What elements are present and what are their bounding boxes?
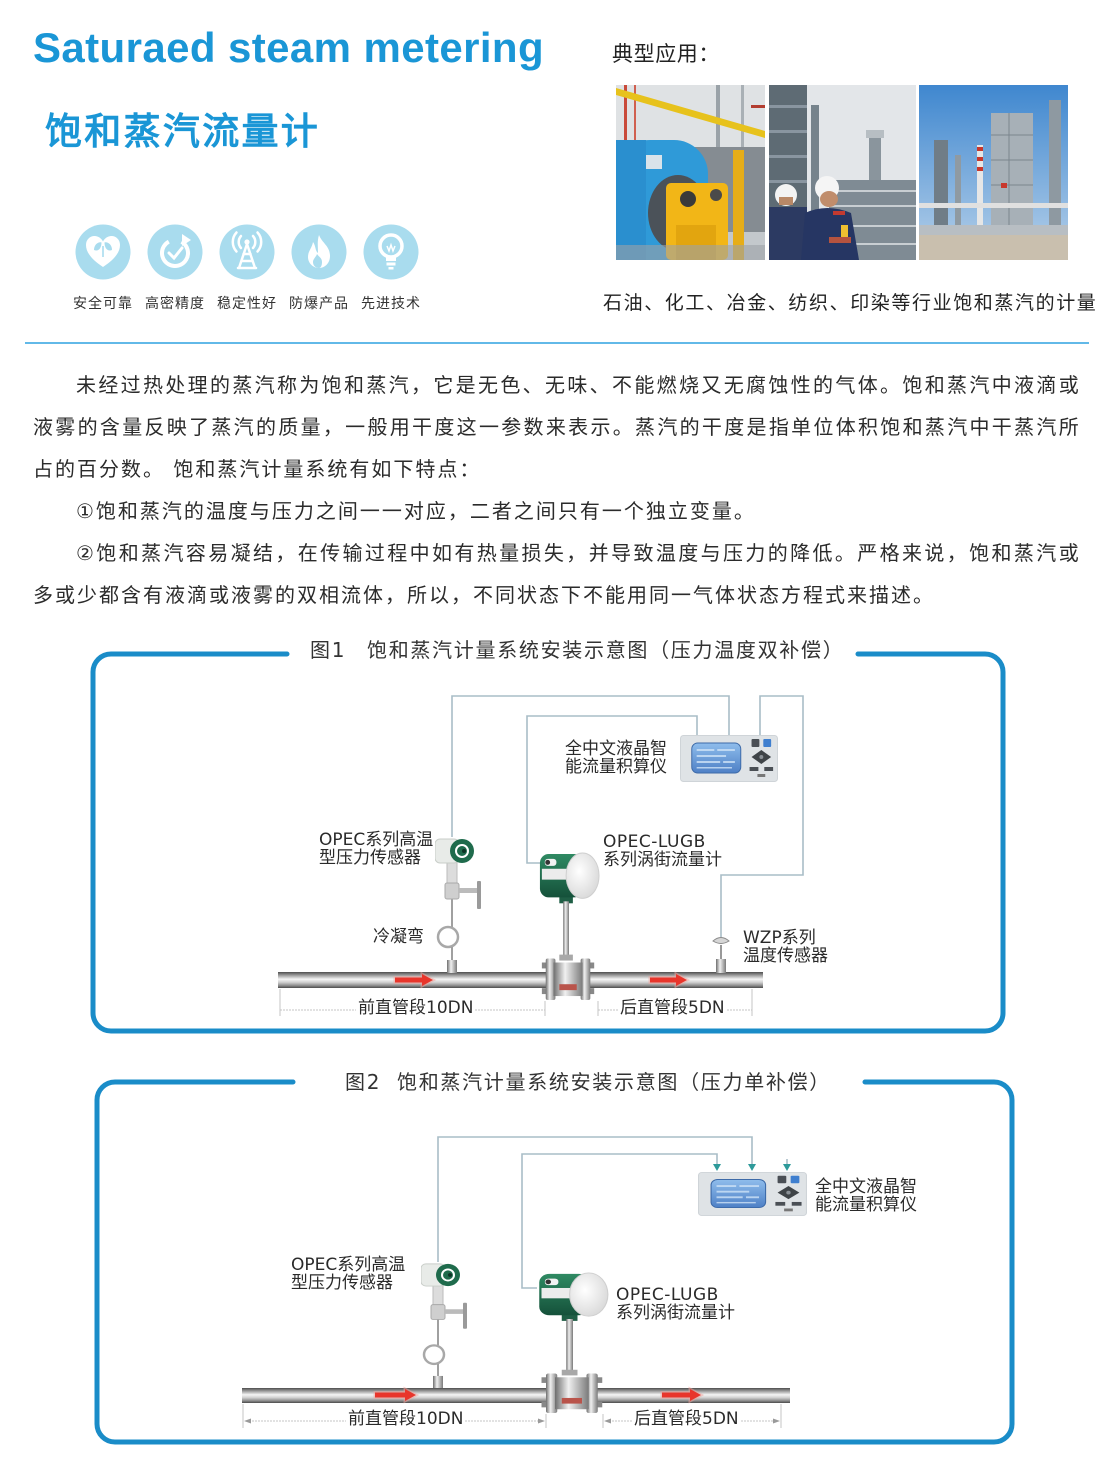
figure-1-number: 图1 <box>310 638 347 662</box>
label-line: 系列涡街流量计 <box>603 850 722 870</box>
label-line: OPEC-LUGB <box>603 832 706 852</box>
paragraph-1-line-1: 未经过热处理的蒸汽称为饱和蒸汽，它是无色、无味、不能燃烧又无腐蚀性的气体。饱和蒸… <box>76 373 1080 397</box>
intro-text: 未经过热处理的蒸汽称为饱和蒸汽，它是无色、无味、不能燃烧又无腐蚀性的气体。饱和蒸… <box>33 364 1080 616</box>
figure-2-flow-integrator <box>698 1172 807 1216</box>
feature-label-safety: 安全可靠 <box>73 296 133 312</box>
figure-1-downstream-length-label: 后直管段5DN <box>618 998 727 1018</box>
figure-1-pipe <box>278 972 763 988</box>
figure-2-vortex-flowmeter <box>538 1272 609 1413</box>
figure-1-frame <box>90 651 1006 1034</box>
figure-2-flowmeter-label: OPEC-LUGB 系列涡街流量计 <box>616 1286 735 1322</box>
figure-1-vortex-flowmeter <box>539 852 600 1000</box>
signal-arrow-icon <box>713 1164 791 1171</box>
applications-heading: 典型应用： <box>612 42 720 66</box>
label-line: 型压力传感器 <box>291 1273 393 1293</box>
figure-1-upstream-length-label: 前直管段10DN <box>356 998 476 1018</box>
label-line: OPEC系列高温 <box>319 830 434 850</box>
clock-refresh-icon <box>147 224 203 280</box>
label-line: OPEC-LUGB <box>616 1285 719 1305</box>
refinery-plant-photo <box>919 85 1068 260</box>
figure-2-pressure-sensor <box>421 1262 469 1388</box>
feature-label-explosion-proof: 防爆产品 <box>289 296 349 312</box>
figure-2-pipe <box>242 1388 790 1403</box>
label-line: 全中文液晶智 <box>565 739 667 759</box>
figure-1-pressure-sensor <box>435 837 483 973</box>
label-line: 全中文液晶智 <box>815 1177 917 1197</box>
label-line: 系列涡街流量计 <box>616 1303 735 1323</box>
feature-label-advanced-tech: 先进技术 <box>361 296 421 312</box>
figure-1-title: 饱和蒸汽计量系统安装示意图（压力温度双补偿） <box>367 638 845 662</box>
figure-1-temp-sensor-label: WZP系列 温度传感器 <box>743 929 828 965</box>
label-line: 型压力传感器 <box>319 848 421 868</box>
figure-2-integrator-label: 全中文液晶智 能流量积算仪 <box>815 1178 917 1214</box>
figure-2-graphics <box>94 1079 1015 1445</box>
figure-2-upstream-length-label: 前直管段10DN <box>346 1409 466 1429</box>
applications-caption: 石油、化工、冶金、纺织、印染等行业饱和蒸汽的计量 <box>603 292 1098 314</box>
refinery-workers-photo <box>769 85 916 260</box>
figure-1-graphics <box>90 651 1006 1034</box>
title-chinese: 饱和蒸汽流量计 <box>45 110 321 153</box>
light-bulb-icon <box>363 224 419 280</box>
feature-point-2-line-1: ②饱和蒸汽容易凝结，在传输过程中如有热量损失，并导致温度与压力的降低。严格来说，… <box>76 541 1080 565</box>
label-line: OPEC系列高温 <box>291 1255 406 1275</box>
figure-1-flow-integrator <box>680 735 778 782</box>
title-english: Saturaed steam metering <box>33 24 545 71</box>
feature-label-precision: 高密精度 <box>145 296 205 312</box>
figure-1-pressure-sensor-label: OPEC系列高温 型压力传感器 <box>319 831 433 867</box>
feature-point-2-line-2: 多或少都含有液滴或液雾的双相流体，所以，不同状态下不能用同一气体状态方程式来描述… <box>33 583 935 607</box>
label-line: 能流量积算仪 <box>565 757 667 777</box>
label-line: WZP系列 <box>743 928 816 948</box>
feature-label-stability: 稳定性好 <box>217 296 277 312</box>
figure-2-downstream-length-label: 后直管段5DN <box>632 1409 741 1429</box>
paragraph-1-line-3: 占的百分数。 饱和蒸汽计量系统有如下特点： <box>33 457 482 481</box>
application-photos <box>616 85 1068 260</box>
flow-direction-arrow-icon <box>373 1386 705 1404</box>
flow-direction-arrow-icon <box>393 971 691 989</box>
figure-1-temperature-sensor <box>712 937 730 973</box>
signal-tower-icon <box>219 224 275 280</box>
figure-2-number: 图2 <box>345 1070 382 1094</box>
boiler-room-photo <box>616 85 765 260</box>
figure-1-condenser-label: 冷凝弯 <box>373 927 424 947</box>
feature-point-1: ①饱和蒸汽的温度与压力之间一一对应，二者之间只有一个独立变量。 <box>76 499 756 523</box>
figure-2-pressure-sensor-label: OPEC系列高温 型压力传感器 <box>291 1256 405 1292</box>
paragraph-1-line-2: 液雾的含量反映了蒸汽的质量，一般用干度这一参数来表示。蒸汽的干度是指单位体积饱和… <box>33 415 1080 439</box>
label-line: 能流量积算仪 <box>815 1195 917 1215</box>
flame-icon <box>291 224 347 280</box>
dimension-arrowhead-icon <box>244 1418 780 1424</box>
figure-2-frame <box>94 1079 1015 1445</box>
figure-2-title: 饱和蒸汽计量系统安装示意图（压力单补偿） <box>397 1070 831 1094</box>
figure-1-flowmeter-label: OPEC-LUGB 系列涡街流量计 <box>603 833 722 869</box>
section-divider <box>25 342 1089 344</box>
heart-leaf-icon <box>75 224 131 280</box>
figure-1-integrator-label: 全中文液晶智 能流量积算仪 <box>565 740 667 776</box>
figure-1-signal-lines <box>451 695 804 937</box>
label-line: 温度传感器 <box>743 946 828 966</box>
